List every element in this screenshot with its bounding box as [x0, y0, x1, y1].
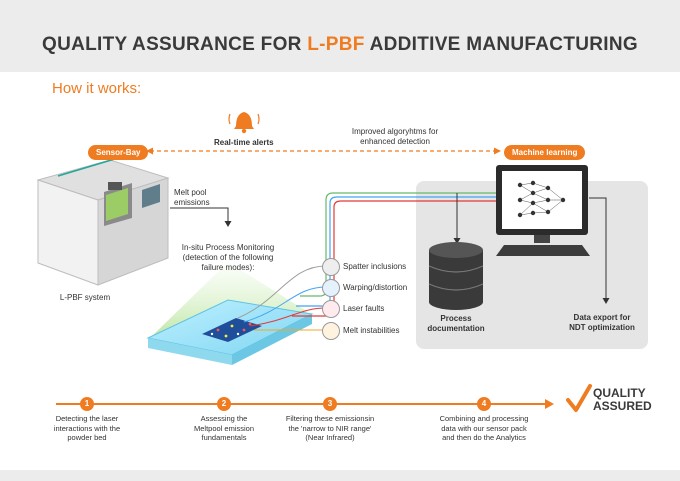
failure-mode-label: Warping/distortion	[343, 283, 408, 292]
step-1-line-3: powder bed	[67, 433, 107, 442]
quality-assured-label: QUALITY ASSURED	[593, 387, 652, 413]
title-part-2: ADDITIVE MANUFACTURING	[364, 34, 638, 55]
melt-instabilities-icon	[322, 322, 340, 340]
step-1-line-1: Detecting the laser	[55, 414, 119, 423]
computer-illustration	[496, 165, 590, 256]
monitoring-line-2: (detection of the following	[182, 253, 274, 262]
laser-faults-icon	[322, 300, 340, 318]
step-3-line-3: (Near Infrared)	[305, 433, 355, 442]
step-2-line-2: Meltpool emission	[193, 423, 255, 433]
failure-mode-label: Spatter inclusions	[343, 262, 407, 271]
step-3-line-1: Filtering these emissionsin	[285, 414, 375, 423]
computer-output-arrows	[453, 193, 610, 304]
step-3-description: Filtering these emissionsin the 'narrow …	[275, 414, 385, 443]
melt-pool-label: Melt pool emissions	[174, 188, 210, 208]
warping-distortion-icon	[322, 279, 340, 297]
page-title: QUALITY ASSURANCE FOR L-PBF ADDITIVE MAN…	[0, 34, 680, 56]
data-export-line-2: NDT optimization	[569, 323, 635, 332]
machine-label: L-PBF system	[59, 293, 111, 302]
process-doc-line-2: documentation	[427, 324, 485, 333]
step-4-number: 4	[477, 397, 491, 411]
step-3-line-2: the 'narrow to NIR range'	[288, 423, 372, 433]
step-1-description: Detecting the laser interactions with th…	[32, 414, 142, 443]
powder-bed-plate	[146, 299, 314, 365]
step-1-number: 1	[80, 397, 94, 411]
algorithms-line-1: Improved algoryhtms for	[351, 127, 439, 136]
step-2-line-3: fundamentals	[201, 433, 247, 442]
machine-learning-badge: Machine learning	[504, 145, 586, 160]
process-doc-line-1: Process	[440, 314, 472, 323]
step-1-line-2: interactions with the	[53, 423, 121, 433]
algorithms-line-2: enhanced detection	[360, 137, 430, 146]
step-3-number: 3	[323, 397, 337, 411]
melt-pool-arrow	[170, 207, 232, 227]
melt-pool-line-1: Melt pool	[174, 188, 207, 197]
failure-mode-label: Laser faults	[343, 304, 385, 313]
sensor-bay-badge: Sensor-Bay	[88, 145, 149, 160]
failure-mode-connectors	[237, 265, 327, 331]
monitoring-line-1: In-situ Process Monitoring	[181, 243, 275, 252]
real-time-alerts-label: Real-time alerts	[214, 138, 274, 147]
lpbf-machine-illustration	[36, 157, 170, 286]
monitoring-line-3: failure modes):	[201, 263, 255, 272]
title-highlight: L-PBF	[307, 34, 365, 55]
neural-network-icon	[519, 182, 564, 216]
failure-mode-label: Melt instabilities	[343, 326, 400, 335]
melt-pool-line-2: emissions	[174, 198, 210, 207]
subtitle: How it works:	[52, 80, 142, 97]
checkmark-icon	[566, 384, 592, 412]
data-export-line-1: Data export for	[573, 313, 631, 322]
dashed-connection-arrow	[146, 147, 501, 155]
database-icon	[428, 242, 484, 310]
step-2-number: 2	[217, 397, 231, 411]
footer-band	[0, 470, 680, 481]
step-4-line-1: Combining and processing	[439, 414, 529, 423]
title-part-1: QUALITY ASSURANCE FOR	[42, 34, 308, 55]
data-export-label: Data export for NDT optimization	[552, 313, 652, 333]
algorithms-label: Improved algoryhtms for enhanced detecti…	[330, 127, 460, 147]
bell-icon	[228, 112, 260, 134]
step-4-line-2: data with our sensor pack	[441, 423, 527, 433]
process-documentation-label: Process documentation	[410, 314, 502, 334]
spatter-inclusions-icon	[322, 258, 340, 276]
header-band	[0, 0, 680, 72]
step-4-line-3: and then do the Analytics	[442, 433, 526, 442]
step-2-line-1: Assessing the	[200, 414, 248, 423]
quality-line-2: ASSURED	[593, 399, 652, 413]
step-2-description: Assessing the Meltpool emission fundamen…	[169, 414, 279, 443]
timeline-arrow	[56, 399, 554, 409]
monitoring-label: In-situ Process Monitoring (detection of…	[168, 243, 288, 273]
quality-line-1: QUALITY	[593, 386, 646, 400]
step-4-description: Combining and processing data with our s…	[429, 414, 539, 443]
